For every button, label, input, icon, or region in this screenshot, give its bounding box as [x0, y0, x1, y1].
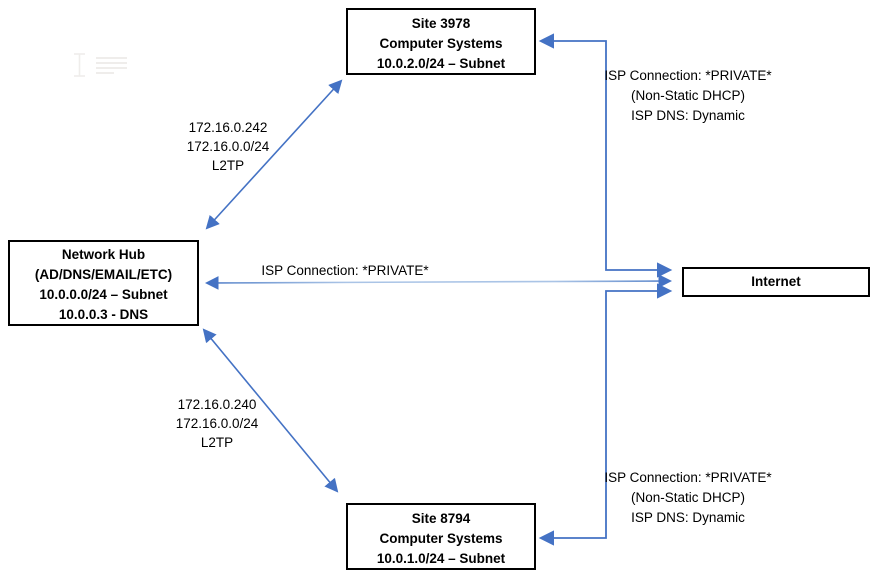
node-site-8794: Site 8794 Computer Systems 10.0.1.0/24 –… — [346, 503, 536, 570]
isp-bottom-dhcp: (Non-Static DHCP) — [630, 490, 746, 505]
site-3978-subnet: 10.0.2.0/24 – Subnet — [376, 56, 506, 71]
site-8794-subtitle: Computer Systems — [379, 531, 503, 546]
node-internet: Internet — [682, 267, 870, 297]
internet-title: Internet — [751, 274, 801, 289]
connector-site3978-internet — [538, 33, 673, 278]
ibeam-cursor-artifact — [74, 53, 85, 77]
hub-dns: 10.0.0.3 - DNS — [58, 307, 149, 322]
vpn-top-ip: 172.16.0.242 — [188, 120, 268, 135]
label-isp-site-8794: ISP Connection: *PRIVATE* (Non-Static DH… — [588, 468, 788, 528]
vpn-top-protocol: L2TP — [211, 158, 245, 173]
connector-hub-site8794 — [202, 328, 339, 493]
vpn-bottom-protocol: L2TP — [200, 435, 234, 450]
node-network-hub: Network Hub (AD/DNS/EMAIL/ETC) 10.0.0.0/… — [8, 240, 199, 326]
vpn-bottom-subnet: 172.16.0.0/24 — [175, 416, 259, 431]
isp-top-dns: ISP DNS: Dynamic — [631, 108, 745, 123]
site-8794-title: Site 8794 — [411, 511, 471, 526]
isp-bottom-connection: ISP Connection: *PRIVATE* — [604, 470, 772, 485]
text-lines-artifact — [96, 57, 127, 74]
isp-bottom-dns: ISP DNS: Dynamic — [631, 510, 745, 525]
isp-top-dhcp: (Non-Static DHCP) — [630, 88, 746, 103]
hub-subnet: 10.0.0.0/24 – Subnet — [39, 287, 168, 302]
connector-hub-internet — [204, 274, 673, 290]
label-vpn-tunnel-top: 172.16.0.242 172.16.0.0/24 L2TP — [158, 118, 298, 175]
site-3978-subtitle: Computer Systems — [379, 36, 503, 51]
label-vpn-tunnel-bottom: 172.16.0.240 172.16.0.0/24 L2TP — [147, 395, 287, 452]
isp-top-connection: ISP Connection: *PRIVATE* — [604, 68, 772, 83]
hub-services: (AD/DNS/EMAIL/ETC) — [34, 267, 173, 282]
label-isp-hub: ISP Connection: *PRIVATE* — [245, 261, 445, 280]
label-isp-site-3978: ISP Connection: *PRIVATE* (Non-Static DH… — [588, 66, 788, 126]
site-3978-title: Site 3978 — [411, 16, 471, 31]
node-site-3978: Site 3978 Computer Systems 10.0.2.0/24 –… — [346, 8, 536, 75]
connector-site8794-internet — [538, 283, 673, 546]
vpn-bottom-ip: 172.16.0.240 — [177, 397, 257, 412]
isp-hub-connection: ISP Connection: *PRIVATE* — [261, 263, 429, 278]
vpn-top-subnet: 172.16.0.0/24 — [186, 139, 270, 154]
connector-hub-site3978 — [205, 79, 343, 230]
site-8794-subnet: 10.0.1.0/24 – Subnet — [376, 551, 506, 566]
hub-title: Network Hub — [61, 247, 146, 262]
